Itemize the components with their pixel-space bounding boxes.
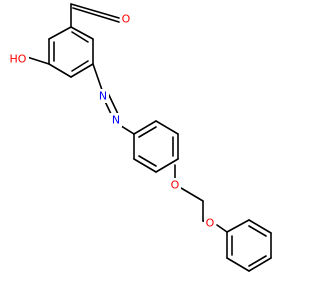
bond-line [138, 155, 157, 167]
atom-label-o-ether-2: O [206, 217, 215, 230]
bond-line [72, 7, 120, 23]
bond-line [26, 56, 50, 65]
bond-line [155, 158, 179, 173]
label-bg-n-azo-1 [97, 89, 109, 103]
bond-line [248, 225, 267, 237]
atom-label-n-azo-1: N [99, 90, 107, 103]
bond-line [70, 63, 94, 78]
molecule-structure: O HO N N O O [7, 3, 272, 272]
bond-line [180, 187, 204, 202]
bond-line [48, 63, 72, 78]
bond-line [70, 26, 94, 40]
label-bg-o-ether-2 [204, 216, 216, 230]
label-bg-n-azo-2 [110, 113, 122, 127]
bond-line [71, 60, 89, 72]
bond-line [226, 219, 250, 233]
bond-line [216, 224, 228, 233]
bond-line [48, 26, 72, 40]
atom-labels: O HO N N O O [7, 12, 216, 230]
bond-line [248, 255, 267, 267]
bond-line [138, 126, 157, 138]
bond-lines [26, 3, 272, 272]
atom-label-o-aldehyde: O [122, 13, 131, 26]
label-bg-o-aldehyde [120, 12, 132, 26]
label-bg-o-ether-1 [169, 178, 181, 192]
label-bg-o-hydroxyl [7, 52, 29, 66]
bond-line [92, 63, 103, 91]
bond-line [248, 219, 272, 234]
atom-label-o-hydroxyl: HO [10, 53, 27, 66]
bond-line [71, 31, 89, 43]
atom-label-n-azo-2: N [112, 114, 120, 127]
bond-line [248, 257, 272, 272]
bond-line [155, 120, 179, 135]
bond-line [70, 3, 120, 19]
bond-line [133, 120, 157, 135]
atom-label-o-ether-1: O [171, 179, 180, 192]
bond-line [226, 257, 250, 272]
bond-line [133, 158, 157, 173]
